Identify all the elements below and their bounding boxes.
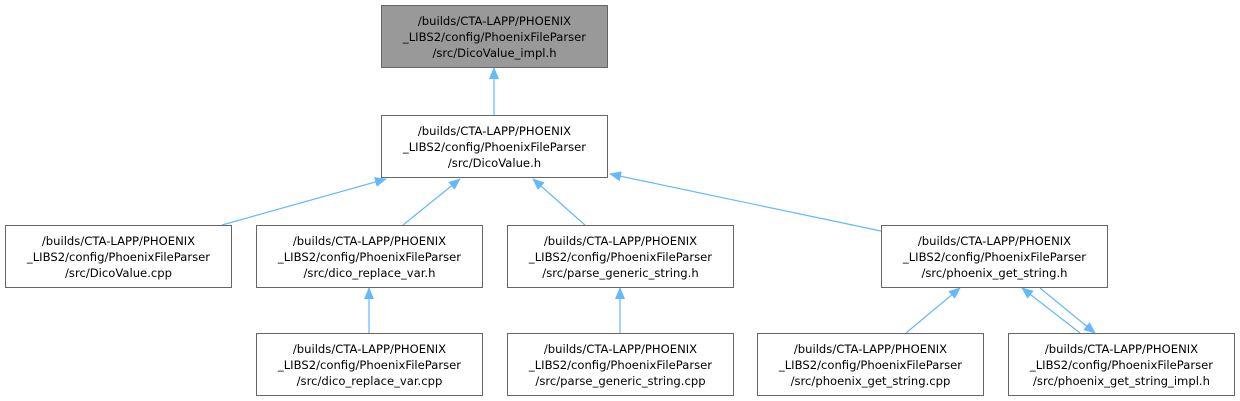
node-line: /src/DicoValue_impl.h bbox=[432, 45, 557, 60]
node-line: /src/phoenix_get_string.h bbox=[921, 265, 1068, 280]
node-line: _LIBS2/config/PhoenixFileParser bbox=[1029, 357, 1214, 372]
node-phoenix-get-string-impl-h[interactable]: /builds/CTA-LAPP/PHOENIX _LIBS2/config/P… bbox=[1008, 333, 1235, 396]
node-line: _LIBS2/config/PhoenixFileParser bbox=[26, 249, 211, 264]
node-line: /builds/CTA-LAPP/PHOENIX bbox=[1044, 341, 1199, 356]
node-line: /builds/CTA-LAPP/PHOENIX bbox=[793, 341, 948, 356]
edge-phoenix_get_string_h-to-phoenix_get_string_impl_h bbox=[1039, 287, 1096, 334]
node-phoenix-get-string-cpp[interactable]: /builds/CTA-LAPP/PHOENIX _LIBS2/config/P… bbox=[757, 333, 984, 396]
node-line: /builds/CTA-LAPP/PHOENIX bbox=[543, 341, 698, 356]
node-dico-replace-var-cpp[interactable]: /builds/CTA-LAPP/PHOENIX _LIBS2/config/P… bbox=[256, 333, 483, 396]
node-dicovalue-h[interactable]: /builds/CTA-LAPP/PHOENIX _LIBS2/config/P… bbox=[381, 115, 608, 178]
node-line: _LIBS2/config/PhoenixFileParser bbox=[277, 357, 462, 372]
node-line: _LIBS2/config/PhoenixFileParser bbox=[402, 139, 587, 154]
node-phoenix-get-string-h[interactable]: /builds/CTA-LAPP/PHOENIX _LIBS2/config/P… bbox=[881, 225, 1108, 288]
node-line: /builds/CTA-LAPP/PHOENIX bbox=[41, 233, 196, 248]
edge-dico_replace_var_h-to-dicovalue_h bbox=[402, 178, 461, 226]
edge-phoenix_get_string_impl_h-to-phoenix_get_string_h bbox=[1021, 287, 1081, 334]
node-dico-replace-var-h[interactable]: /builds/CTA-LAPP/PHOENIX _LIBS2/config/P… bbox=[256, 225, 483, 288]
node-line: _LIBS2/config/PhoenixFileParser bbox=[277, 249, 462, 264]
edge-dicovalue_cpp-to-dicovalue_h bbox=[221, 177, 387, 226]
node-line: /src/phoenix_get_string.cpp bbox=[790, 373, 951, 388]
edge-parse_generic_string_h-to-dicovalue_h bbox=[532, 178, 586, 226]
node-line: /src/dico_replace_var.h bbox=[303, 265, 436, 280]
node-line: /builds/CTA-LAPP/PHOENIX bbox=[292, 341, 447, 356]
node-line: /src/dico_replace_var.cpp bbox=[296, 373, 443, 388]
node-line: _LIBS2/config/PhoenixFileParser bbox=[778, 357, 963, 372]
node-line: /builds/CTA-LAPP/PHOENIX bbox=[292, 233, 447, 248]
node-line: /src/parse_generic_string.h bbox=[542, 265, 699, 280]
node-line: _LIBS2/config/PhoenixFileParser bbox=[528, 249, 713, 264]
node-line: /builds/CTA-LAPP/PHOENIX bbox=[543, 233, 698, 248]
edge-phoenix_get_string_h-to-dicovalue_h bbox=[609, 171, 882, 232]
node-line: /builds/CTA-LAPP/PHOENIX bbox=[917, 233, 1072, 248]
node-line: /builds/CTA-LAPP/PHOENIX bbox=[417, 13, 572, 28]
node-line: /src/parse_generic_string.cpp bbox=[535, 373, 706, 388]
node-dicovalue-cpp[interactable]: /builds/CTA-LAPP/PHOENIX _LIBS2/config/P… bbox=[5, 225, 232, 288]
node-parse-generic-string-cpp[interactable]: /builds/CTA-LAPP/PHOENIX _LIBS2/config/P… bbox=[507, 333, 734, 396]
node-line: _LIBS2/config/PhoenixFileParser bbox=[402, 29, 587, 44]
node-line: _LIBS2/config/PhoenixFileParser bbox=[528, 357, 713, 372]
node-line: /src/DicoValue.cpp bbox=[65, 265, 172, 280]
node-line: _LIBS2/config/PhoenixFileParser bbox=[902, 249, 1087, 264]
node-dicovalue-impl-h: /builds/CTA-LAPP/PHOENIX _LIBS2/config/P… bbox=[381, 5, 608, 68]
node-line: /builds/CTA-LAPP/PHOENIX bbox=[417, 123, 572, 138]
edge-phoenix_get_string_cpp-to-phoenix_get_string_h bbox=[905, 287, 961, 334]
node-line: /src/DicoValue.h bbox=[447, 155, 542, 170]
node-parse-generic-string-h[interactable]: /builds/CTA-LAPP/PHOENIX _LIBS2/config/P… bbox=[507, 225, 734, 288]
node-line: /src/phoenix_get_string_impl.h bbox=[1033, 373, 1210, 388]
